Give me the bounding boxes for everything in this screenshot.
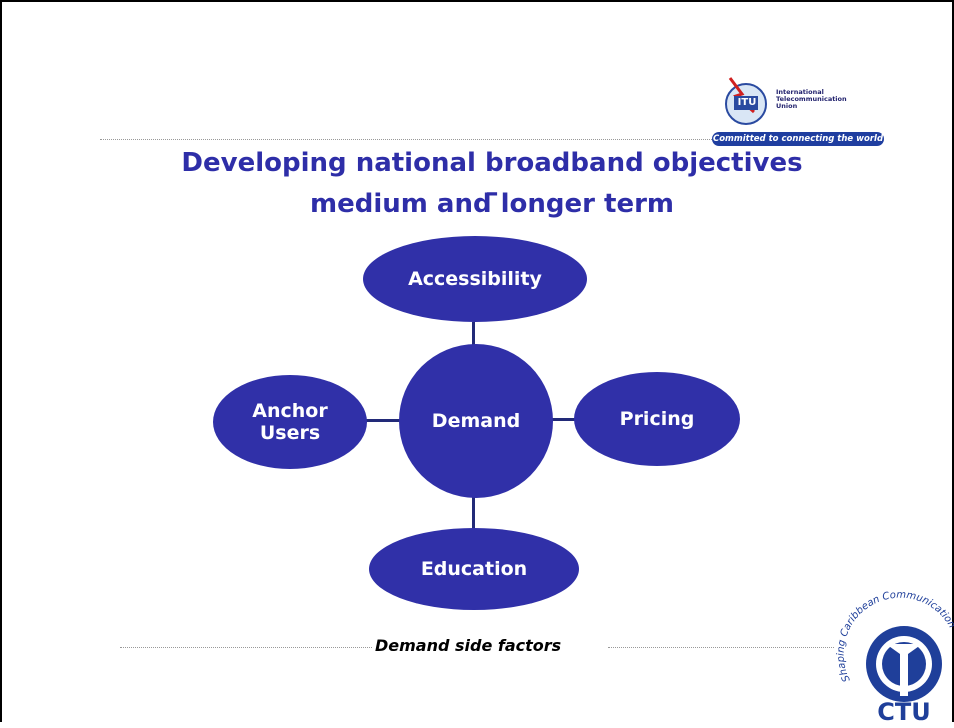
node-pricing-label: Pricing (619, 408, 695, 430)
caption: Demand side factors (375, 636, 562, 655)
connector-top (472, 322, 475, 360)
node-education: Education (369, 528, 579, 610)
connector-bottom (472, 492, 475, 532)
itu-name-line2: Telecommunication (776, 95, 847, 103)
itu-mark: ITU (737, 97, 757, 108)
itu-name: International Telecommunication Union (776, 89, 876, 110)
node-anchor-users: Anchor Users (213, 375, 367, 469)
connector-right (551, 418, 575, 421)
ctu-mark: CTU (877, 698, 930, 724)
title-line-1: Developing national broadband objectives… (181, 148, 803, 208)
node-anchor-users-line2: Users (259, 422, 321, 444)
ctu-logo: Shaping Caribbean Communications CTU (829, 580, 954, 726)
node-demand-label: Demand (431, 410, 521, 432)
node-pricing: Pricing (574, 372, 740, 466)
itu-tagline: Committed to connecting the world (712, 132, 884, 146)
connector-left (364, 419, 400, 422)
node-anchor-users-line1: Anchor (252, 400, 328, 422)
itu-name-line1: International (776, 88, 824, 96)
title-line-2: medium and longer term (310, 189, 674, 219)
itu-logo (710, 72, 884, 148)
ctu-emblem-icon: Shaping Caribbean Communications CTU (829, 580, 954, 726)
top-divider (100, 139, 712, 140)
bottom-divider-right (608, 647, 834, 648)
bottom-divider-left (120, 647, 372, 648)
node-demand: Demand (399, 344, 553, 498)
itu-emblem-icon (725, 77, 767, 125)
node-accessibility-label: Accessibility (408, 268, 542, 290)
itu-name-line3: Union (776, 102, 798, 110)
node-education-label: Education (420, 558, 528, 580)
node-accessibility: Accessibility (363, 236, 587, 322)
